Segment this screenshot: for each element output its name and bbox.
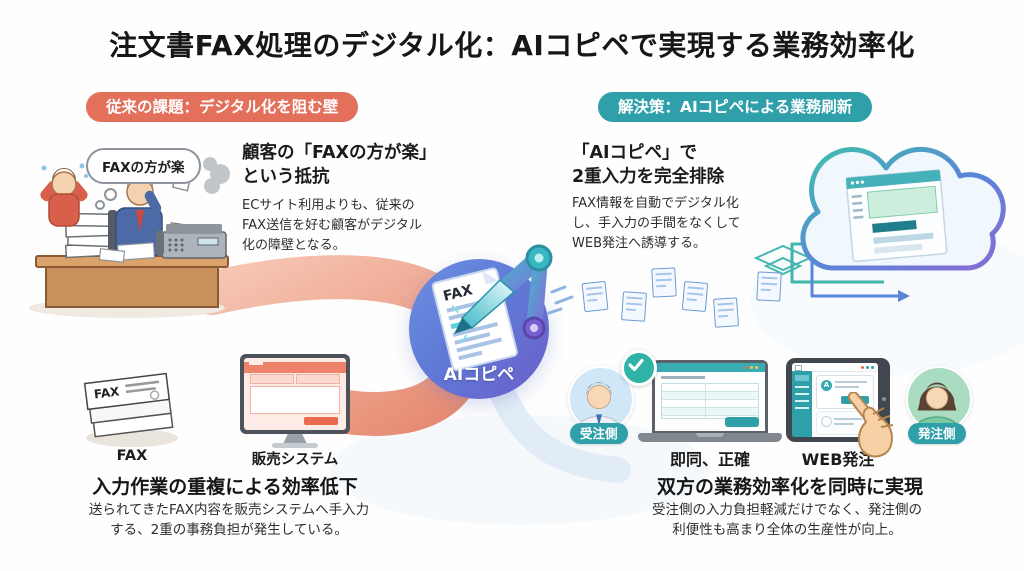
- resistance-heading: 顧客の「FAXの方が楽」 という抵抗: [242, 143, 437, 188]
- elimination-body: FAX情報を自動でデジタル化 し、手入力の手間をなくして WEB発注へ誘導する。: [572, 196, 741, 252]
- fax-stack-caption: FAX: [116, 448, 148, 464]
- problem-section-badge: 従来の課題：デジタル化を阻む壁: [86, 92, 359, 122]
- checkmark-icon: [621, 350, 657, 386]
- tablet-caption: WEB発注: [801, 450, 875, 469]
- laptop-base: [638, 433, 782, 442]
- orderer-avatar: [906, 366, 972, 432]
- thought-bubble-dot: [104, 188, 117, 201]
- document-icon: [713, 297, 739, 328]
- both-sides-body: 受注側の入力負担軽減だけでなく、発注側の 利便性も高まり全体の生産性が向上。: [652, 502, 922, 539]
- fax-machine-icon: [156, 222, 227, 259]
- document-icon: [681, 281, 709, 312]
- cloud-system-icon: [790, 146, 1006, 302]
- page-title: 注文書FAX処理のデジタル化：AIコピペで実現する業務効率化: [109, 29, 915, 62]
- sales-system-button: [304, 417, 338, 425]
- thought-bubble-dot: [95, 200, 105, 210]
- woman-avatar-icon: [914, 382, 960, 429]
- tablet-user-avatar: A: [821, 380, 832, 391]
- orderer-badge: 発注側: [908, 423, 966, 444]
- man-avatar-icon: [576, 382, 622, 429]
- duplication-heading: 入力作業の重複による効率低下: [92, 476, 358, 498]
- laptop-icon: [652, 360, 768, 434]
- thought-bubble: FAXの方が楽: [86, 148, 201, 184]
- laptop-notch: [696, 433, 724, 437]
- document-icon: [651, 267, 677, 298]
- document-icon: [756, 271, 782, 302]
- duplication-body: 送られてきたFAX内容を販売システムへ手入力 する、2重の事務負担が発生している…: [88, 502, 370, 539]
- stressed-workers-illustration: [29, 152, 230, 318]
- sales-system-caption: 販売システム: [251, 452, 339, 468]
- laptop-caption: 即同、正確: [669, 450, 750, 469]
- monitor-base: [272, 443, 318, 448]
- monitor-stand: [283, 434, 307, 444]
- document-icon: [581, 280, 609, 313]
- desk-papers-icon: [98, 242, 156, 263]
- sales-system-monitor-icon: [240, 354, 350, 434]
- fax-stack-icon: FAX: [83, 372, 178, 447]
- pointing-hand-icon: [847, 392, 894, 458]
- solution-section-badge: 解決策：AIコピペによる業務刷新: [598, 92, 873, 122]
- ai-copy-paste-label: AIコピペ: [443, 365, 515, 385]
- fax-document-label: FAX: [442, 282, 475, 305]
- smoke-icon: [203, 157, 230, 194]
- cloud-browser-window: [845, 169, 948, 263]
- elimination-heading: 「AIコピペ」で 2重入力を完全排除: [572, 143, 725, 188]
- robot-arm-icon: [452, 244, 553, 343]
- both-sides-heading: 双方の業務効率化を同時に実現: [656, 476, 923, 498]
- fax-stack-top-label: FAX: [93, 384, 121, 401]
- document-icon: [621, 291, 647, 322]
- resistance-body: ECサイト利用よりも、従来の FAX送信を好む顧客がデジタル 化の障壁となる。: [242, 198, 422, 254]
- receiver-badge: 受注側: [570, 423, 628, 444]
- laptop-submit-button: [725, 417, 759, 427]
- sales-system-screen: [244, 358, 346, 430]
- tablet-icon: A: [786, 358, 890, 442]
- stressed-person-icon: [40, 163, 88, 227]
